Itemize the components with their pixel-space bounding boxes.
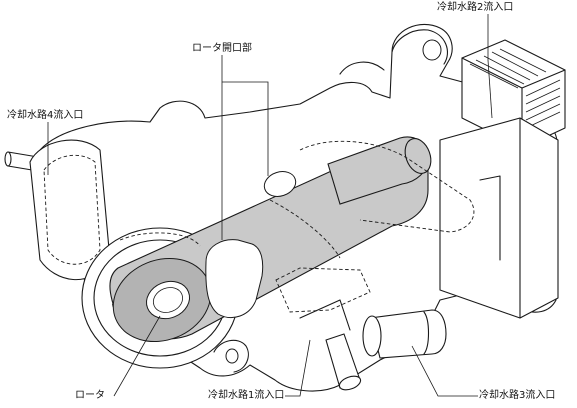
label-inlet-4: 冷却水路4流入口	[6, 110, 85, 122]
label-inlet-1: 冷却水路1流入口	[207, 390, 286, 402]
label-inlet-3: 冷却水路3流入口	[478, 390, 557, 402]
inlet-1-pipe	[299, 299, 362, 391]
label-rotor: ロータ	[74, 390, 106, 402]
inlet-3-pipe	[362, 309, 447, 359]
rotor	[109, 136, 432, 343]
label-inlet-2: 冷却水路2流入口	[436, 2, 515, 14]
mounting-lug-bottom	[213, 339, 249, 373]
mounting-lug-top	[339, 29, 448, 75]
leader-lines	[47, 10, 493, 397]
rotor-upper-opening	[263, 171, 297, 197]
right-case	[439, 117, 559, 319]
rotor-opening	[205, 239, 264, 318]
connector-block	[461, 39, 566, 149]
hidden-contours	[119, 140, 475, 313]
label-rotor-opening: ロータ開口部	[191, 43, 253, 55]
